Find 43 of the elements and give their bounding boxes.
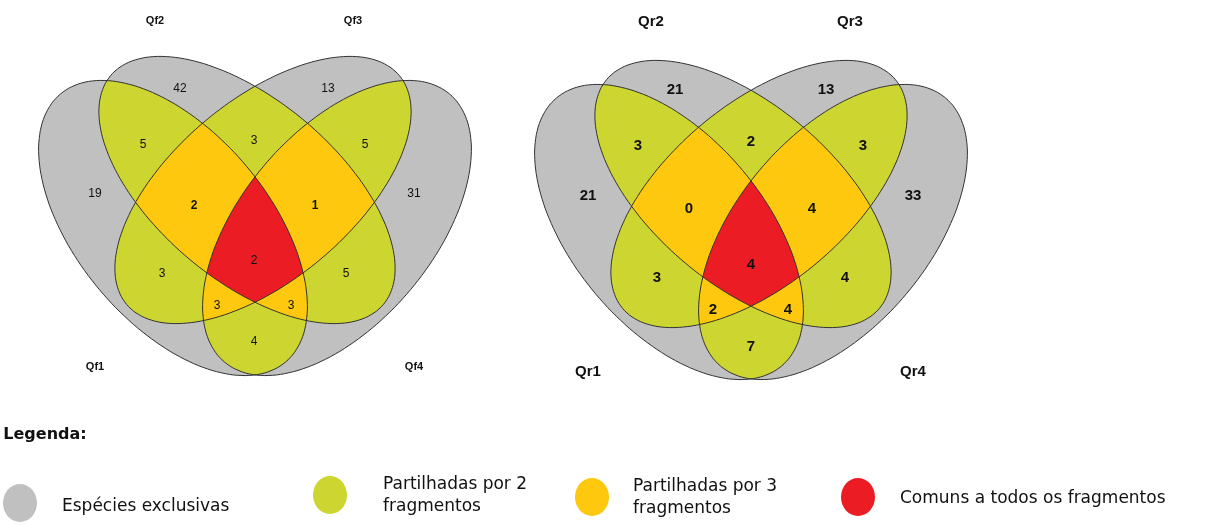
legend-label: Espécies exclusivas [62, 494, 231, 516]
count-label: 4 [250, 334, 258, 348]
count-label: 13 [321, 81, 335, 95]
count-label: 5 [342, 266, 350, 280]
count-label: 3 [652, 267, 662, 285]
count-label: 2 [190, 198, 198, 212]
count-label: 5 [139, 137, 147, 151]
legend-label: Partilhadas por 3 fragmentos [633, 474, 779, 518]
legend-heading: Legenda: [3, 423, 87, 443]
set-label: Qr1 [575, 361, 601, 379]
count-label: 4 [746, 254, 756, 272]
count-label: 13 [817, 79, 835, 97]
set-label: Qf1 [85, 360, 105, 372]
legend-label: Comuns a todos os fragmentos [900, 486, 1167, 508]
count-label: 3 [287, 298, 295, 312]
count-label: 21 [579, 185, 597, 203]
set-label: Qf2 [145, 14, 165, 26]
count-label: 3 [250, 133, 258, 147]
set-label: Qr4 [900, 361, 926, 379]
count-label: 3 [633, 135, 643, 153]
count-label: 2 [746, 131, 756, 149]
count-label: 21 [666, 79, 684, 97]
count-label: 3 [158, 266, 166, 280]
count-label: 2 [250, 253, 258, 267]
count-label: 0 [684, 198, 694, 216]
count-label: 3 [213, 298, 221, 312]
count-label: 3 [858, 135, 868, 153]
count-label: 4 [840, 267, 850, 285]
count-label: 31 [407, 186, 421, 200]
count-label: 4 [807, 198, 817, 216]
count-label: 7 [746, 336, 756, 354]
set-label: Qf4 [404, 360, 424, 372]
count-label: 4 [783, 299, 793, 317]
count-label: 42 [173, 81, 187, 95]
set-label: Qf3 [343, 14, 363, 26]
count-label: 2 [708, 299, 718, 317]
count-label: 33 [904, 185, 922, 203]
set-label: Qr2 [638, 11, 664, 29]
count-label: 1 [311, 198, 319, 212]
count-label: 5 [361, 137, 369, 151]
set-label: Qr3 [837, 11, 863, 29]
count-label: 19 [88, 186, 102, 200]
legend-label: Partilhadas por 2 fragmentos [383, 472, 529, 516]
